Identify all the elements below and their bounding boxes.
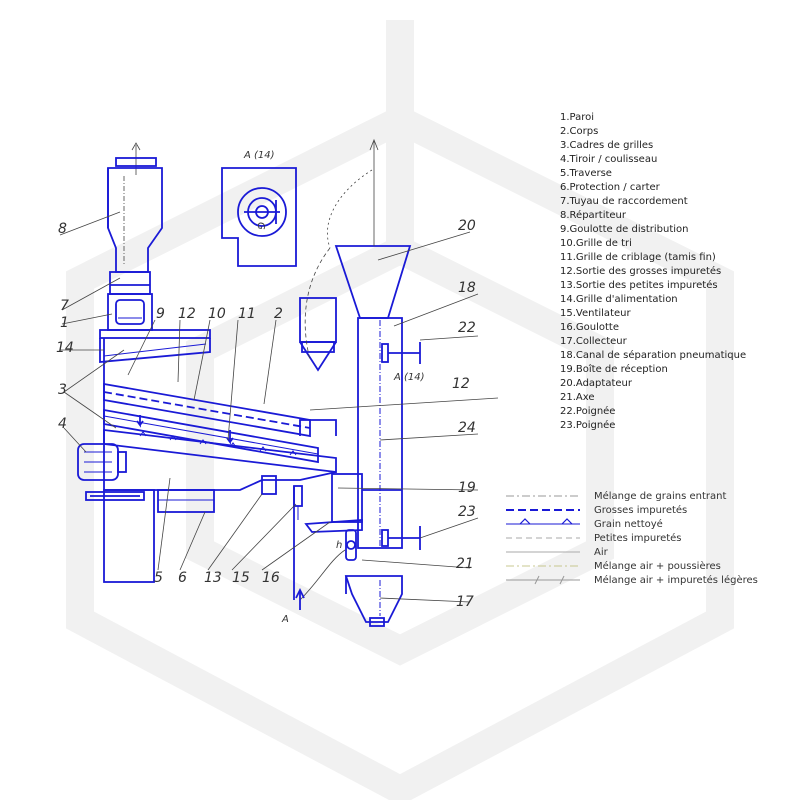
- legend-slash-marks: [534, 575, 565, 585]
- parts-list: 1.Paroi 2.Corps 3.Cadres de grilles 4.Tiroi…: [560, 112, 746, 431]
- parts-list-item: 11.Grille de criblage (tamis fin): [560, 252, 716, 263]
- legend-item: Mélange air + poussières: [506, 560, 721, 572]
- parts-list-item: 5.Traverse: [560, 168, 612, 179]
- parts-list-item: 9.Goulotte de distribution: [560, 224, 688, 235]
- parts-list-item: 20.Adaptateur: [560, 378, 633, 389]
- shaft-label: h: [336, 540, 342, 551]
- parts-list-item: 14.Grille d'alimentation: [560, 294, 678, 305]
- callout-7: 7: [60, 298, 69, 314]
- legend-label: Mélange air + poussières: [594, 560, 721, 572]
- view-arrow-label: A: [281, 614, 289, 625]
- parts-list-item: 17.Collecteur: [560, 336, 628, 347]
- parts-list-item: 1.Paroi: [560, 112, 594, 123]
- callout-leaders: [59, 211, 499, 603]
- legend-label: Air: [594, 547, 609, 558]
- callout-9: 9: [156, 306, 165, 322]
- pulley-label: G: [255, 222, 266, 230]
- legend-label: Mélange air + impuretés légères: [594, 574, 758, 586]
- parts-list-item: 10.Grille de tri: [560, 238, 632, 249]
- parts-list-item: 6.Protection / carter: [560, 182, 661, 193]
- callout-16: 16: [262, 570, 280, 586]
- parts-list-item: 4.Tiroir / coulisseau: [560, 154, 657, 165]
- watermark-logo: [66, 20, 734, 800]
- legend-triangle-marks: [519, 518, 573, 525]
- section-label-channel: A (14): [393, 372, 425, 383]
- callout-11: 11: [238, 306, 256, 322]
- callout-23: 23: [458, 504, 476, 520]
- callout-18: 18: [458, 280, 476, 296]
- separator-machine: [77, 138, 421, 627]
- callout-2: 2: [274, 306, 283, 322]
- callout-6: 6: [178, 570, 187, 586]
- callout-15: 15: [232, 570, 250, 586]
- callout-3: 3: [58, 382, 67, 398]
- parts-list-item: 8.Répartiteur: [560, 209, 627, 221]
- callout-22: 22: [458, 320, 476, 336]
- parts-list-item: 3.Cadres de grilles: [560, 140, 653, 151]
- parts-list-item: 2.Corps: [560, 126, 598, 137]
- parts-list-item: 15.Ventilateur: [560, 308, 631, 319]
- parts-list-item: 16.Goulotte: [560, 322, 619, 333]
- parts-list-item: 23.Poignée: [560, 419, 615, 431]
- callout-1: 1: [60, 315, 69, 331]
- callout-13: 13: [204, 570, 222, 586]
- legend-label: Petites impuretés: [594, 532, 682, 544]
- legend-label: Mélange de grains entrant: [594, 490, 726, 502]
- legend-label: Grain nettoyé: [594, 518, 663, 530]
- callout-20: 20: [458, 218, 476, 234]
- parts-list-item: 13.Sortie des petites impuretés: [560, 279, 718, 291]
- callout-14: 14: [56, 340, 74, 356]
- callout-5: 5: [154, 570, 163, 586]
- parts-list-item: 7.Tuyau de raccordement: [560, 196, 688, 207]
- callout-17: 17: [456, 594, 474, 610]
- callout-12a: 12: [178, 306, 196, 322]
- parts-list-item: 21.Axe: [560, 392, 595, 403]
- legend-item: Grosses impuretés: [506, 504, 687, 516]
- legend-item: Grain nettoyé: [506, 518, 663, 530]
- callout-10: 10: [208, 306, 226, 322]
- callout-19: 19: [458, 480, 476, 496]
- parts-list-item: 19.Boîte de réception: [560, 363, 668, 375]
- callout-21: 21: [456, 556, 474, 572]
- callout-12b: 12: [452, 376, 470, 392]
- callout-8: 8: [58, 221, 67, 237]
- legend-item: Mélange air + impuretés légères: [506, 574, 758, 586]
- legend-item: Air: [506, 547, 609, 558]
- legend-label: Grosses impuretés: [594, 504, 687, 516]
- parts-list-item: 12.Sortie des grosses impuretés: [560, 265, 721, 277]
- parts-list-item: 18.Canal de séparation pneumatique: [560, 349, 746, 361]
- callout-4: 4: [58, 416, 67, 432]
- legend-item: Mélange de grains entrant: [506, 490, 726, 502]
- callout-24: 24: [458, 420, 476, 436]
- parts-list-item: 22.Poignée: [560, 405, 615, 417]
- section-label-inset: A (14): [243, 150, 275, 161]
- legend-item: Petites impuretés: [506, 532, 682, 544]
- callout-numbers: 8 7 1 14 3 4 9 12 10 11 2 12 5 6 13 15 1…: [56, 150, 476, 625]
